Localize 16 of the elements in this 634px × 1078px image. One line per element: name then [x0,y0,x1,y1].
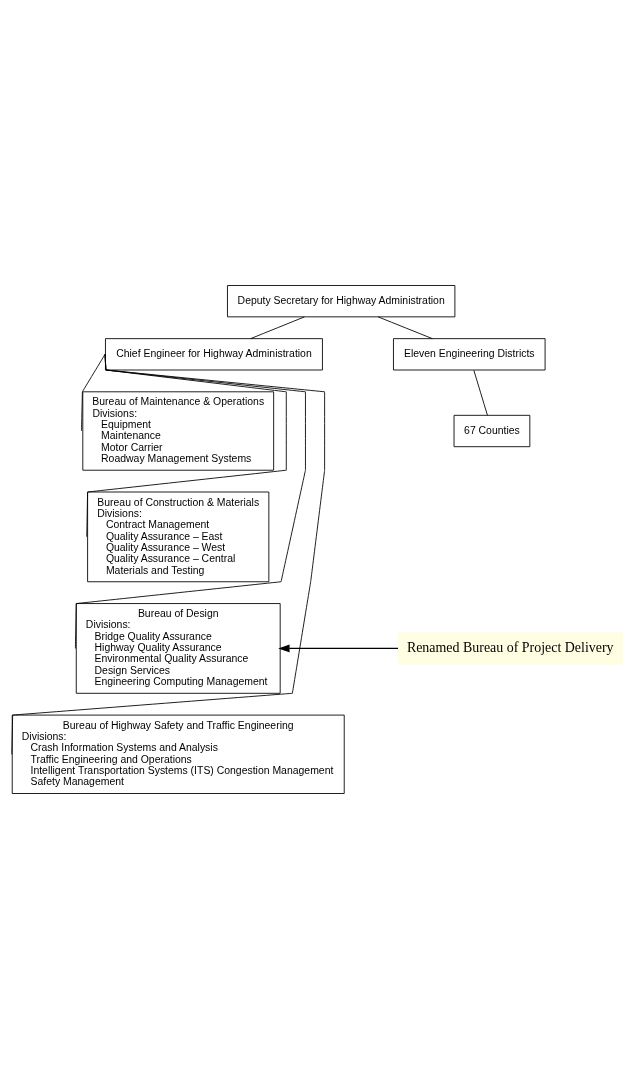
node-box: Renamed Bureau of Project Delivery [397,631,623,665]
node-box: Bureau of Maintenance & Operations Divisions: Equipment Maintenance Motor Carrier Roadway Management Systems [82,390,275,471]
connector [473,369,488,416]
node-box: Bureau of Design Divisions: Bridge Quality Assurance Highway Quality Assurance Environmental Quality Assurance Design Services Engineering Computing Management [75,602,281,694]
node-box: Eleven Engineering Districts [393,337,546,370]
connector [81,353,106,431]
connector [377,316,433,339]
node-box: Chief Engineer for Highway Administration [105,337,323,370]
connector [11,353,326,755]
connector [250,316,305,339]
node-box: Bureau of Construction & Materials Divisions: Contract Management Quality Assurance – East Quality Assurance – West Quality Assurance – Central Materials and Testing [87,491,270,582]
node-box: Bureau of Highway Safety and Traffic Engineering Divisions: Crash Information Systems and Analysis Traffic Engineering and Operations Intelligent Transportation Systems (ITS) Congestion Management Safety Management [11,714,345,794]
node-box: Deputy Secretary for Highway Administration [227,284,456,317]
arrow [278,643,399,652]
node-box: 67 Counties [453,414,531,447]
connector [74,353,306,649]
